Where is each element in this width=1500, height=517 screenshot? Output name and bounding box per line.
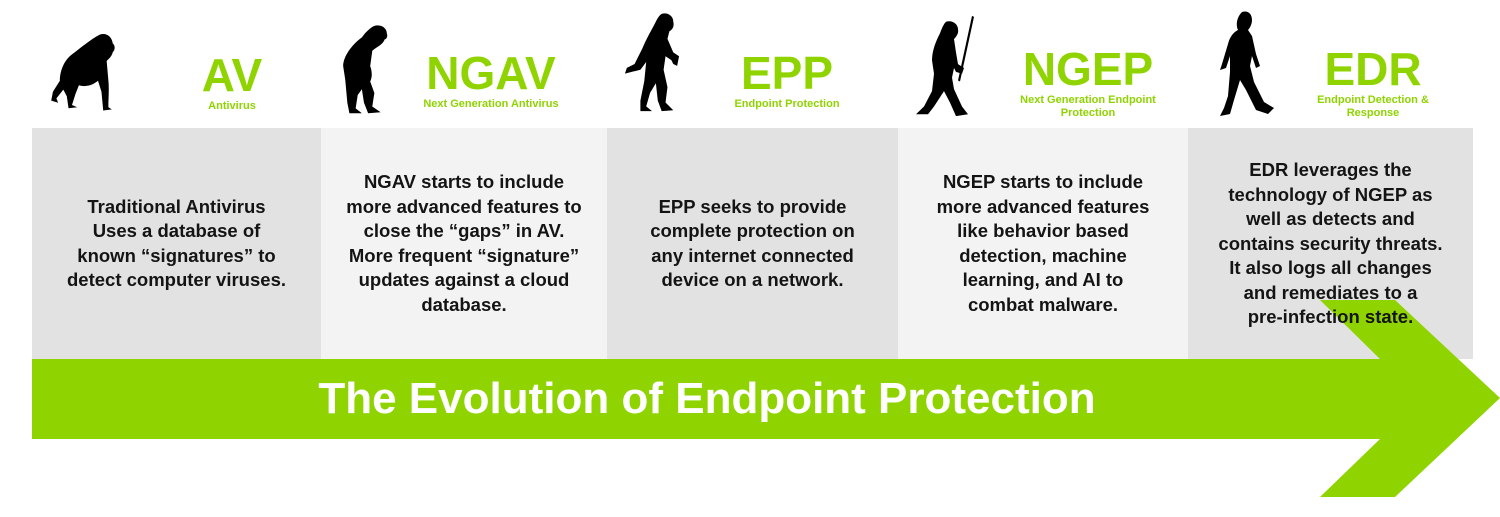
stage-description: EPP seeks to provide complete protection… — [650, 195, 855, 291]
stage-description: EDR leverages the technology of NGEP as … — [1218, 159, 1443, 327]
stage-header-av: AV Antivirus — [32, 0, 321, 128]
stage-acronym: NGAV — [426, 47, 556, 99]
stage-acronym: NGEP — [1022, 43, 1154, 95]
stage-title-block: EDR Endpoint Detection & Response — [1293, 46, 1453, 120]
stage-title-block: NGAV Next Generation Antivirus — [411, 50, 571, 111]
stage-subtitle: Endpoint Detection & Response — [1317, 94, 1429, 119]
stage-acronym: EPP — [740, 47, 834, 99]
early-hominid-silhouette-icon — [339, 22, 391, 118]
modern-human-walking-silhouette-icon — [1216, 10, 1278, 120]
stage-header-ngep: NGEP Next Generation Endpoint Protection — [898, 0, 1188, 128]
hominid-with-tool-silhouette-icon — [623, 10, 681, 116]
stage-header-epp: EPP Endpoint Protection — [607, 0, 898, 128]
chimpanzee-silhouette-icon — [46, 28, 124, 116]
stage-panel-ngep: NGEP starts to include more advanced fea… — [898, 128, 1188, 359]
stage-header-ngav: NGAV Next Generation Antivirus — [321, 0, 607, 128]
stage-title-block: EPP Endpoint Protection — [707, 50, 867, 111]
stage-panel-av: Traditional Antivirus Uses a database of… — [32, 128, 321, 359]
stage-subtitle: Endpoint Protection — [734, 98, 840, 110]
stage-subtitle: Next Generation Antivirus — [423, 98, 559, 110]
hominid-with-spear-silhouette-icon — [914, 14, 978, 120]
stage-panel-epp: EPP seeks to provide complete protection… — [607, 128, 898, 359]
stage-description: NGAV starts to include more advanced fea… — [346, 171, 582, 315]
stage-subtitle: Next Generation Endpoint Protection — [1020, 94, 1156, 119]
banner-title: The Evolution of Endpoint Protection — [318, 374, 1096, 423]
stage-panel-edr: EDR leverages the technology of NGEP as … — [1188, 128, 1473, 359]
stage-panel-ngav: NGAV starts to include more advanced fea… — [321, 128, 607, 359]
stage-acronym: EDR — [1324, 43, 1422, 95]
stage-title-block: AV Antivirus — [172, 52, 292, 113]
stage-description: Traditional Antivirus Uses a database of… — [67, 195, 286, 291]
stage-description: NGEP starts to include more advanced fea… — [936, 171, 1150, 315]
stage-header-edr: EDR Endpoint Detection & Response — [1188, 0, 1500, 128]
stage-title-block: NGEP Next Generation Endpoint Protection — [1003, 46, 1173, 120]
stage-acronym: AV — [201, 49, 263, 101]
stage-subtitle: Antivirus — [208, 100, 256, 112]
